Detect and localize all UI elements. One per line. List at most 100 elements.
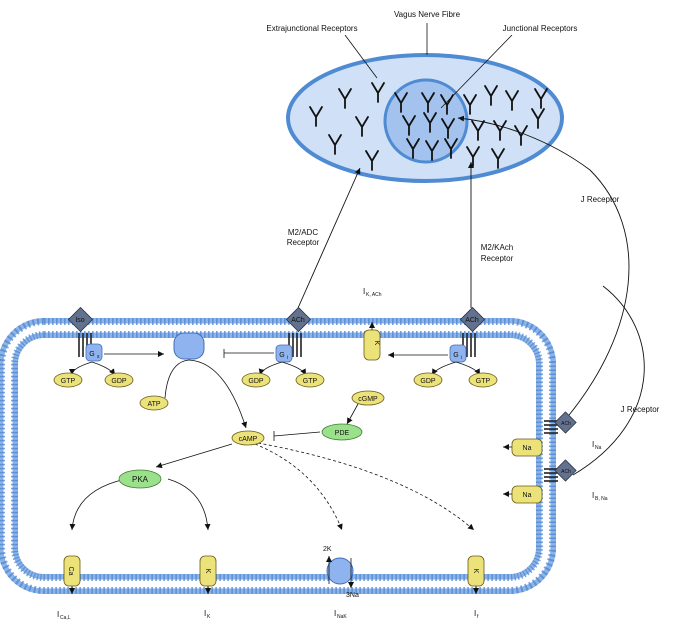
junctional-leader: [440, 34, 513, 109]
svg-text:Ca: Ca: [67, 567, 74, 576]
svg-text:i: i: [287, 355, 288, 361]
gdp-pill-1: GDP: [104, 372, 134, 388]
iso-label: Iso: [75, 317, 84, 324]
svg-text:Na: Na: [523, 445, 532, 452]
pathway-arrows: [297, 115, 645, 476]
svg-text:G: G: [279, 352, 284, 359]
svg-text:ACh: ACh: [561, 469, 571, 475]
svg-text:NaK: NaK: [337, 614, 347, 620]
svg-text:GTP: GTP: [61, 378, 76, 385]
na-k-pump: [326, 556, 354, 588]
receptor-y-glyph: [421, 92, 435, 113]
adenylate-cyclase: [173, 332, 205, 360]
svg-text:GDP: GDP: [420, 378, 436, 385]
receptor-glyphs: [309, 82, 548, 171]
svg-text:ACh: ACh: [561, 421, 571, 427]
gtp-pill-3: GTP: [468, 372, 498, 388]
m2-kach-label-1: M2/KAch: [481, 243, 513, 252]
atp-pill: ATP: [139, 395, 169, 411]
receptor-y-glyph: [371, 82, 385, 103]
if-current: I: [474, 609, 476, 618]
svg-text:G: G: [89, 351, 94, 358]
k-ach-channel: K: [363, 322, 381, 361]
g-protein-i-1: G i: [275, 344, 293, 363]
ib-na-current: I: [592, 491, 594, 500]
ach-side-receptor-2: ACh: [544, 459, 577, 482]
receptor-y-glyph: [491, 148, 505, 169]
svg-text:K: K: [204, 569, 211, 574]
receptor-y-glyph: [444, 138, 458, 159]
svg-text:GDP: GDP: [111, 378, 127, 385]
m2-kach-label-2: Receptor: [481, 254, 514, 263]
k-channel: K: [199, 555, 217, 594]
gtp-pill-2: GTP: [295, 372, 325, 388]
m2-adc-label-1: M2/ADC: [288, 228, 318, 237]
receptor-y-glyph: [355, 116, 369, 137]
receptor-y-glyph: [493, 120, 507, 141]
gdp-pill-3: GDP: [413, 372, 443, 388]
ik-current: I: [204, 609, 206, 618]
vagus-nerve-label: Vagus Nerve Fibre: [394, 10, 461, 19]
receptor-y-glyph: [423, 112, 437, 133]
svg-text:GTP: GTP: [303, 378, 318, 385]
svg-text:K, ACh: K, ACh: [366, 292, 382, 298]
receptor-y-glyph: [463, 94, 477, 115]
svg-text:s: s: [97, 354, 100, 360]
inak-current: I: [334, 609, 336, 618]
junctional-receptors-label: Junctional Receptors: [503, 24, 578, 33]
gtp-pill-1: GTP: [53, 372, 83, 388]
receptor-y-glyph: [471, 120, 485, 141]
svg-text:f: f: [477, 614, 479, 620]
pka-enzyme: PKA: [118, 469, 162, 489]
receptor-y-glyph: [402, 115, 416, 136]
receptor-y-glyph: [531, 108, 545, 129]
svg-text:PDE: PDE: [335, 430, 350, 437]
svg-text:i: i: [461, 355, 462, 361]
receptor-y-glyph: [514, 125, 528, 146]
svg-text:K: K: [472, 569, 479, 574]
receptor-y-glyph: [309, 106, 323, 127]
svg-text:Na: Na: [523, 492, 532, 499]
receptor-y-glyph: [406, 138, 420, 159]
receptor-y-glyph: [328, 134, 342, 155]
svg-text:G: G: [453, 352, 458, 359]
g-protein-i-2: G i: [449, 344, 467, 363]
f-channel: K: [467, 555, 485, 594]
pump-2k-label: 2K: [323, 546, 332, 553]
camp-pill: cAMP: [231, 430, 265, 446]
g-protein-s: G s: [85, 343, 103, 362]
na-channel-2: Na: [503, 485, 543, 504]
ach-label-1: ACh: [291, 317, 305, 324]
svg-text:cGMP: cGMP: [358, 396, 378, 403]
m2-adc-label-2: Receptor: [287, 238, 320, 247]
pde-enzyme: PDE: [321, 423, 363, 441]
svg-text:PKA: PKA: [132, 475, 149, 484]
j-receptor-label-2: J Receptor: [621, 405, 660, 414]
svg-text:K: K: [373, 341, 380, 346]
pump-3na-label: 3Na: [346, 592, 359, 599]
svg-text:cAMP: cAMP: [239, 436, 258, 443]
ach-side-receptor-1: ACh: [544, 411, 577, 434]
svg-text:K: K: [207, 614, 211, 620]
receptor-y-glyph: [425, 140, 439, 161]
na-channel-1: Na: [503, 438, 543, 457]
svg-text:ATP: ATP: [147, 401, 160, 408]
j-receptor-label-1: J Receptor: [581, 195, 620, 204]
extrajunctional-receptors-label: Extrajunctional Receptors: [266, 24, 357, 33]
svg-text:Na: Na: [595, 445, 602, 451]
ica-l-current: I: [57, 610, 59, 619]
svg-text:GTP: GTP: [476, 378, 491, 385]
receptor-y-glyph: [365, 150, 379, 171]
cell-membrane: [0, 318, 556, 594]
svg-text:Ca,L: Ca,L: [60, 615, 71, 621]
gdp-pill-2: GDP: [241, 372, 271, 388]
extrajunctional-leader: [344, 34, 378, 79]
ach-receptor-2: ACh: [459, 306, 486, 357]
cgmp-pill: cGMP: [351, 390, 385, 406]
receptor-y-glyph: [338, 88, 352, 109]
vagus-nerve-fibre: [286, 23, 564, 183]
svg-text:GDP: GDP: [248, 378, 264, 385]
receptor-y-glyph: [505, 90, 519, 111]
ca-channel: Ca: [63, 555, 81, 594]
